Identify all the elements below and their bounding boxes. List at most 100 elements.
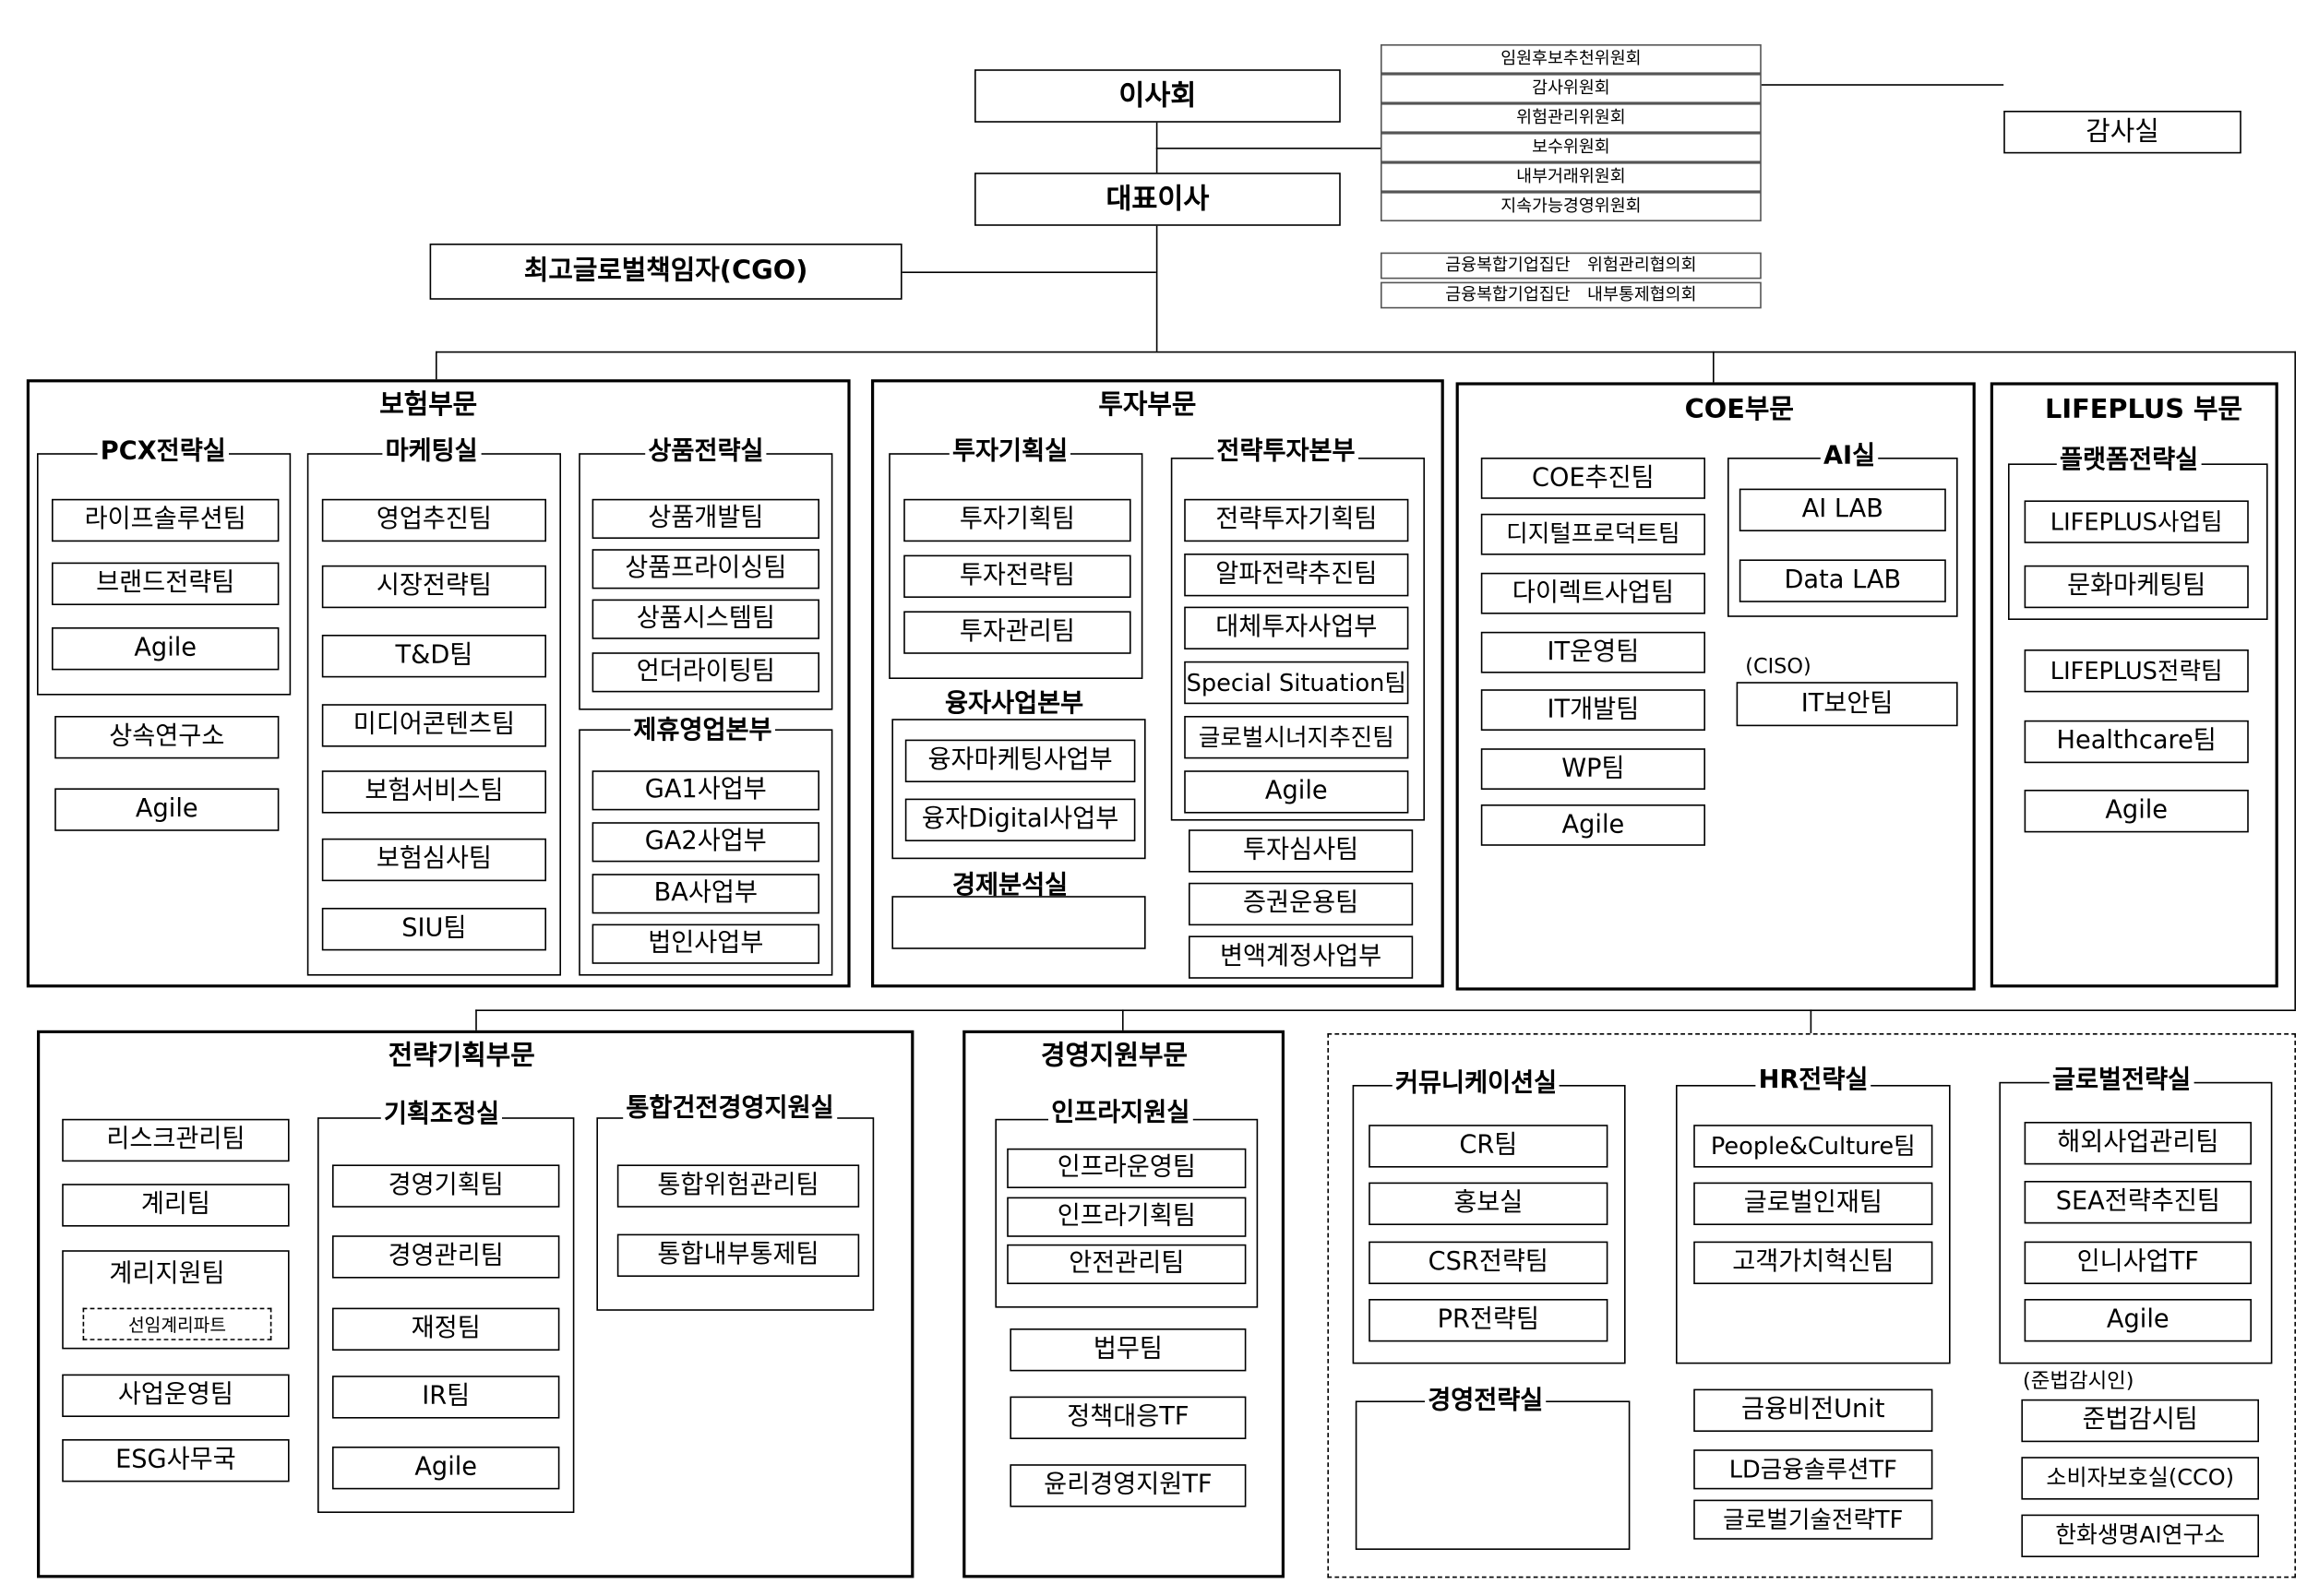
team-box: WP팀 bbox=[1480, 748, 1705, 790]
team-box: 미디어콘텐츠팀 bbox=[321, 704, 546, 747]
team-box: 통합위험관리팀 bbox=[616, 1164, 860, 1208]
team-box: BA사업부 bbox=[592, 874, 819, 914]
coordination-title: 기획조정실 bbox=[380, 1102, 503, 1128]
team-box: 인니사업TF bbox=[2024, 1241, 2252, 1284]
insurance-title: 보험부문 bbox=[379, 389, 478, 421]
team-box: 투자심사팀 bbox=[1189, 829, 1414, 873]
team-box: GA2사업부 bbox=[592, 822, 819, 863]
connector-management bbox=[1122, 1009, 1124, 1030]
connector-cgo bbox=[902, 271, 1156, 273]
ciso-label: (CISO) bbox=[1745, 655, 1811, 679]
hr-title: HR전략실 bbox=[1755, 1068, 1871, 1094]
committee-compensation: 보수위원회 bbox=[1381, 133, 1762, 162]
council-internal-control: 금융복합기업집단 내부통제협의회 bbox=[1381, 281, 1762, 309]
team-box: LIFEPLUS사업팀 bbox=[2024, 500, 2249, 543]
team-box: IR팀 bbox=[332, 1376, 560, 1419]
team-box: 통합내부통제팀 bbox=[616, 1233, 860, 1277]
team-box: 금융비전Unit bbox=[1693, 1388, 1933, 1432]
team-box: CR팀 bbox=[1369, 1125, 1608, 1168]
team-box: 디지털프로덕트팀 bbox=[1480, 513, 1705, 555]
coe-title: COE부문 bbox=[1684, 394, 1794, 425]
team-box: IT개발팀 bbox=[1480, 689, 1705, 731]
team-box: LIFEPLUS전략팀 bbox=[2024, 649, 2249, 693]
council-risk: 금융복합기업집단 위험관리협의회 bbox=[1381, 252, 1762, 280]
connector-right-side bbox=[2294, 351, 2296, 1010]
team-box: 한화생명AI연구소 bbox=[2021, 1514, 2259, 1557]
ai-title: AI실 bbox=[1820, 444, 1879, 470]
infra-title: 인프라지원실 bbox=[1048, 1101, 1193, 1126]
team-box: 융자Digital사업부 bbox=[904, 798, 1136, 841]
team-box: PR전략팀 bbox=[1369, 1299, 1608, 1342]
team-box: 브랜드전략팀 bbox=[52, 562, 280, 605]
connector-audit-office bbox=[1760, 84, 2004, 86]
management-division bbox=[962, 1030, 1285, 1578]
committee-risk: 위험관리위원회 bbox=[1381, 103, 1762, 133]
compliance-officer-label: (준법감시인) bbox=[2023, 1369, 2134, 1394]
actuarial-support-title: 계리지원팀 bbox=[109, 1258, 225, 1289]
financing-group bbox=[891, 719, 1146, 860]
connector-strategy bbox=[475, 1009, 477, 1030]
financing-title: 융자사업본부 bbox=[945, 689, 1084, 720]
team-box: 안전관리팀 bbox=[1007, 1244, 1247, 1284]
team-box: GA1사업부 bbox=[592, 770, 819, 811]
team-box: AI LAB bbox=[1739, 488, 1946, 531]
team-box: T&D팀 bbox=[321, 635, 546, 678]
team-box: Agile bbox=[1480, 804, 1705, 846]
platform-title: 플랫폼전략실 bbox=[2056, 448, 2202, 474]
coe-division bbox=[1455, 382, 1976, 991]
team-box: 소비자보호실(CCO) bbox=[2021, 1457, 2259, 1500]
team-box: 투자기획팀 bbox=[903, 498, 1131, 542]
investment-division bbox=[871, 379, 1444, 988]
economic-title: 경제분석실 bbox=[952, 871, 1069, 900]
team-box: 알파전략추진팀 bbox=[1184, 554, 1409, 597]
board-box: 이사회 bbox=[974, 69, 1341, 123]
strategy-division bbox=[37, 1030, 914, 1578]
connector-top-bus bbox=[436, 351, 2296, 353]
connector-ceo-down bbox=[1155, 224, 1158, 351]
team-box: 증권운용팀 bbox=[1189, 882, 1414, 926]
team-box: 홍보실 bbox=[1369, 1182, 1608, 1225]
team-box: 변액계정사업부 bbox=[1189, 935, 1414, 979]
connector-committees bbox=[1155, 148, 1528, 149]
product-title: 상품전략실 bbox=[645, 439, 767, 465]
team-box: 라이프솔루션팀 bbox=[52, 498, 280, 542]
management-title: 경영지원부문 bbox=[1041, 1041, 1188, 1072]
team-box: 사업운영팀 bbox=[62, 1374, 290, 1417]
team-box: 해외사업관리팀 bbox=[2024, 1122, 2252, 1165]
team-box: 시장전략팀 bbox=[321, 565, 546, 609]
team-box: 정책대응TF bbox=[1010, 1396, 1247, 1439]
team-box: Agile bbox=[54, 788, 280, 831]
team-box: 언더라이팅팀 bbox=[592, 652, 819, 693]
ceo-direct-group bbox=[1327, 1033, 2296, 1578]
team-box: 법인사업부 bbox=[592, 923, 819, 964]
strategic-invest-title: 전략투자본부 bbox=[1213, 439, 1358, 465]
team-box: 글로벌기술전략TF bbox=[1693, 1499, 1933, 1540]
investment-title: 투자부문 bbox=[1098, 389, 1197, 421]
ceo-box: 대표이사 bbox=[974, 173, 1341, 226]
pcx-title: PCX전략실 bbox=[97, 439, 229, 465]
connector-bottom-bus bbox=[475, 1009, 2297, 1011]
team-box: Agile bbox=[1184, 770, 1409, 814]
integrated-title: 통합건전경영지원실 bbox=[623, 1096, 837, 1122]
committee-internal-trade: 내부거래위원회 bbox=[1381, 162, 1762, 192]
team-box: 고객가치혁신팀 bbox=[1693, 1241, 1933, 1284]
team-box: 투자관리팀 bbox=[903, 611, 1131, 654]
team-box: Agile bbox=[2024, 790, 2249, 833]
economic-group bbox=[891, 896, 1146, 949]
team-box: 보험서비스팀 bbox=[321, 770, 546, 814]
team-box: 재정팀 bbox=[332, 1307, 560, 1351]
insurance-division bbox=[26, 379, 851, 988]
management-strategy-title: 경영전략실 bbox=[1425, 1388, 1547, 1414]
team-box: 영업추진팀 bbox=[321, 498, 546, 542]
senior-actuary-part: 선임계리파트 bbox=[82, 1307, 272, 1340]
team-box: 인프라기획팀 bbox=[1007, 1197, 1247, 1237]
team-box: ESG사무국 bbox=[62, 1439, 290, 1483]
team-box: CSR전략팀 bbox=[1369, 1241, 1608, 1284]
team-box: Data LAB bbox=[1739, 559, 1946, 602]
team-box: 상품개발팀 bbox=[592, 498, 819, 539]
connector-direct bbox=[1810, 1009, 1812, 1033]
team-box: 상품시스템팀 bbox=[592, 599, 819, 639]
team-box: 상품프라이싱팀 bbox=[592, 549, 819, 590]
team-box: 경영관리팀 bbox=[332, 1235, 560, 1279]
strategy-title: 전략기획부문 bbox=[388, 1041, 535, 1072]
